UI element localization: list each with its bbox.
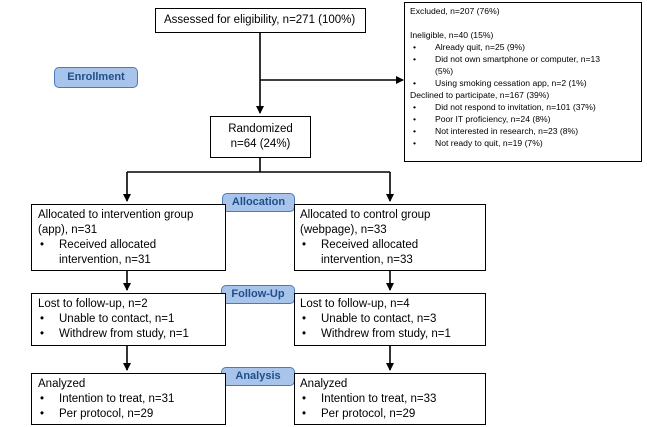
stage-enrollment-label: Enrollment <box>67 71 125 83</box>
ineligible-item: Did not own smartphone or computer, n=13 <box>435 54 601 64</box>
intervention-followup-item: Withdrew from study, n=1 <box>59 328 189 340</box>
excluded-box: Excluded, n=207 (76%) Ineligible, n=40 (… <box>404 2 642 162</box>
control-followup-item: Unable to contact, n=3 <box>321 313 437 325</box>
intervention-allocation-count: (app), n=31 <box>38 224 98 236</box>
stage-follow-up: Follow-Up <box>221 285 295 304</box>
bullet: • <box>40 393 45 405</box>
excluded-title: Excluded, n=207 (76%) <box>410 6 500 16</box>
intervention-followup-item: Unable to contact, n=1 <box>59 313 175 325</box>
stage-allocation: Allocation <box>222 193 295 212</box>
bullet: • <box>413 138 417 148</box>
bullet: • <box>302 408 307 420</box>
declined-title: Declined to participate, n=167 (39%) <box>410 90 550 100</box>
ineligible-item: Already quit, n=25 (9%) <box>435 42 526 52</box>
intervention-received-line2: intervention, n=31 <box>59 254 151 266</box>
ineligible-item: Using smoking cessation app, n=2 (1%) <box>435 78 587 88</box>
intervention-analysis-title: Analyzed <box>38 378 86 390</box>
bullet: • <box>413 42 417 52</box>
intervention-analysis-item: Intention to treat, n=31 <box>59 393 175 405</box>
intervention-allocation-box: Allocated to intervention group (app), n… <box>31 204 226 271</box>
randomized-count: n=64 (24%) <box>230 138 291 150</box>
bullet: • <box>413 114 417 124</box>
stage-allocation-label: Allocation <box>231 196 286 208</box>
declined-item: Not interested in research, n=23 (8%) <box>435 126 579 136</box>
bullet: • <box>413 54 417 64</box>
control-followup-box: Lost to follow-up, n=4 • Unable to conta… <box>294 293 486 346</box>
control-allocation-count: (webpage), n=33 <box>300 224 387 236</box>
stage-analysis: Analysis <box>221 367 295 386</box>
bullet: • <box>40 239 45 251</box>
stage-analysis-label: Analysis <box>235 370 281 382</box>
declined-item: Did not respond to invitation, n=101 (37… <box>435 102 596 112</box>
randomized-box: Randomized n=64 (24%) <box>210 116 311 158</box>
stage-follow-up-label: Follow-Up <box>231 288 285 300</box>
ineligible-item-cont: (5%) <box>435 66 454 76</box>
control-received-line2: intervention, n=33 <box>321 254 413 266</box>
control-analysis-item: Intention to treat, n=33 <box>321 393 437 405</box>
intervention-analysis-item: Per protocol, n=29 <box>59 408 154 420</box>
assessed-text: Assessed for eligibility, n=271 (100%) <box>164 14 356 26</box>
intervention-followup-box: Lost to follow-up, n=2 • Unable to conta… <box>31 293 226 346</box>
intervention-received-line1: Received allocated <box>59 239 157 251</box>
bullet: • <box>413 126 417 136</box>
ineligible-title: Ineligible, n=40 (15%) <box>410 30 494 40</box>
control-allocation-title: Allocated to control group <box>300 209 431 221</box>
intervention-allocation-title: Allocated to intervention group <box>38 209 194 221</box>
intervention-analysis-box: Analyzed • Intention to treat, n=31 • Pe… <box>31 373 226 425</box>
intervention-followup-title: Lost to follow-up, n=2 <box>38 298 148 310</box>
bullet: • <box>413 102 417 112</box>
bullet: • <box>302 328 307 340</box>
stage-enrollment: Enrollment <box>54 67 138 88</box>
control-followup-item: Withdrew from study, n=1 <box>321 328 451 340</box>
control-followup-title: Lost to follow-up, n=4 <box>300 298 410 310</box>
bullet: • <box>413 78 417 88</box>
bullet: • <box>302 313 307 325</box>
control-received-line1: Received allocated <box>321 239 419 251</box>
control-allocation-box: Allocated to control group (webpage), n=… <box>294 204 486 271</box>
bullet: • <box>302 393 307 405</box>
declined-item: Poor IT proficiency, n=24 (8%) <box>435 114 551 124</box>
bullet: • <box>40 328 45 340</box>
bullet: • <box>40 313 45 325</box>
control-analysis-title: Analyzed <box>300 378 348 390</box>
declined-item: Not ready to quit, n=19 (7%) <box>435 138 543 148</box>
bullet: • <box>302 239 307 251</box>
control-analysis-box: Analyzed • Intention to treat, n=33 • Pe… <box>294 373 486 425</box>
randomized-label: Randomized <box>228 123 293 135</box>
bullet: • <box>40 408 45 420</box>
assessed-box: Assessed for eligibility, n=271 (100%) <box>155 8 366 33</box>
control-analysis-item: Per protocol, n=29 <box>321 408 416 420</box>
